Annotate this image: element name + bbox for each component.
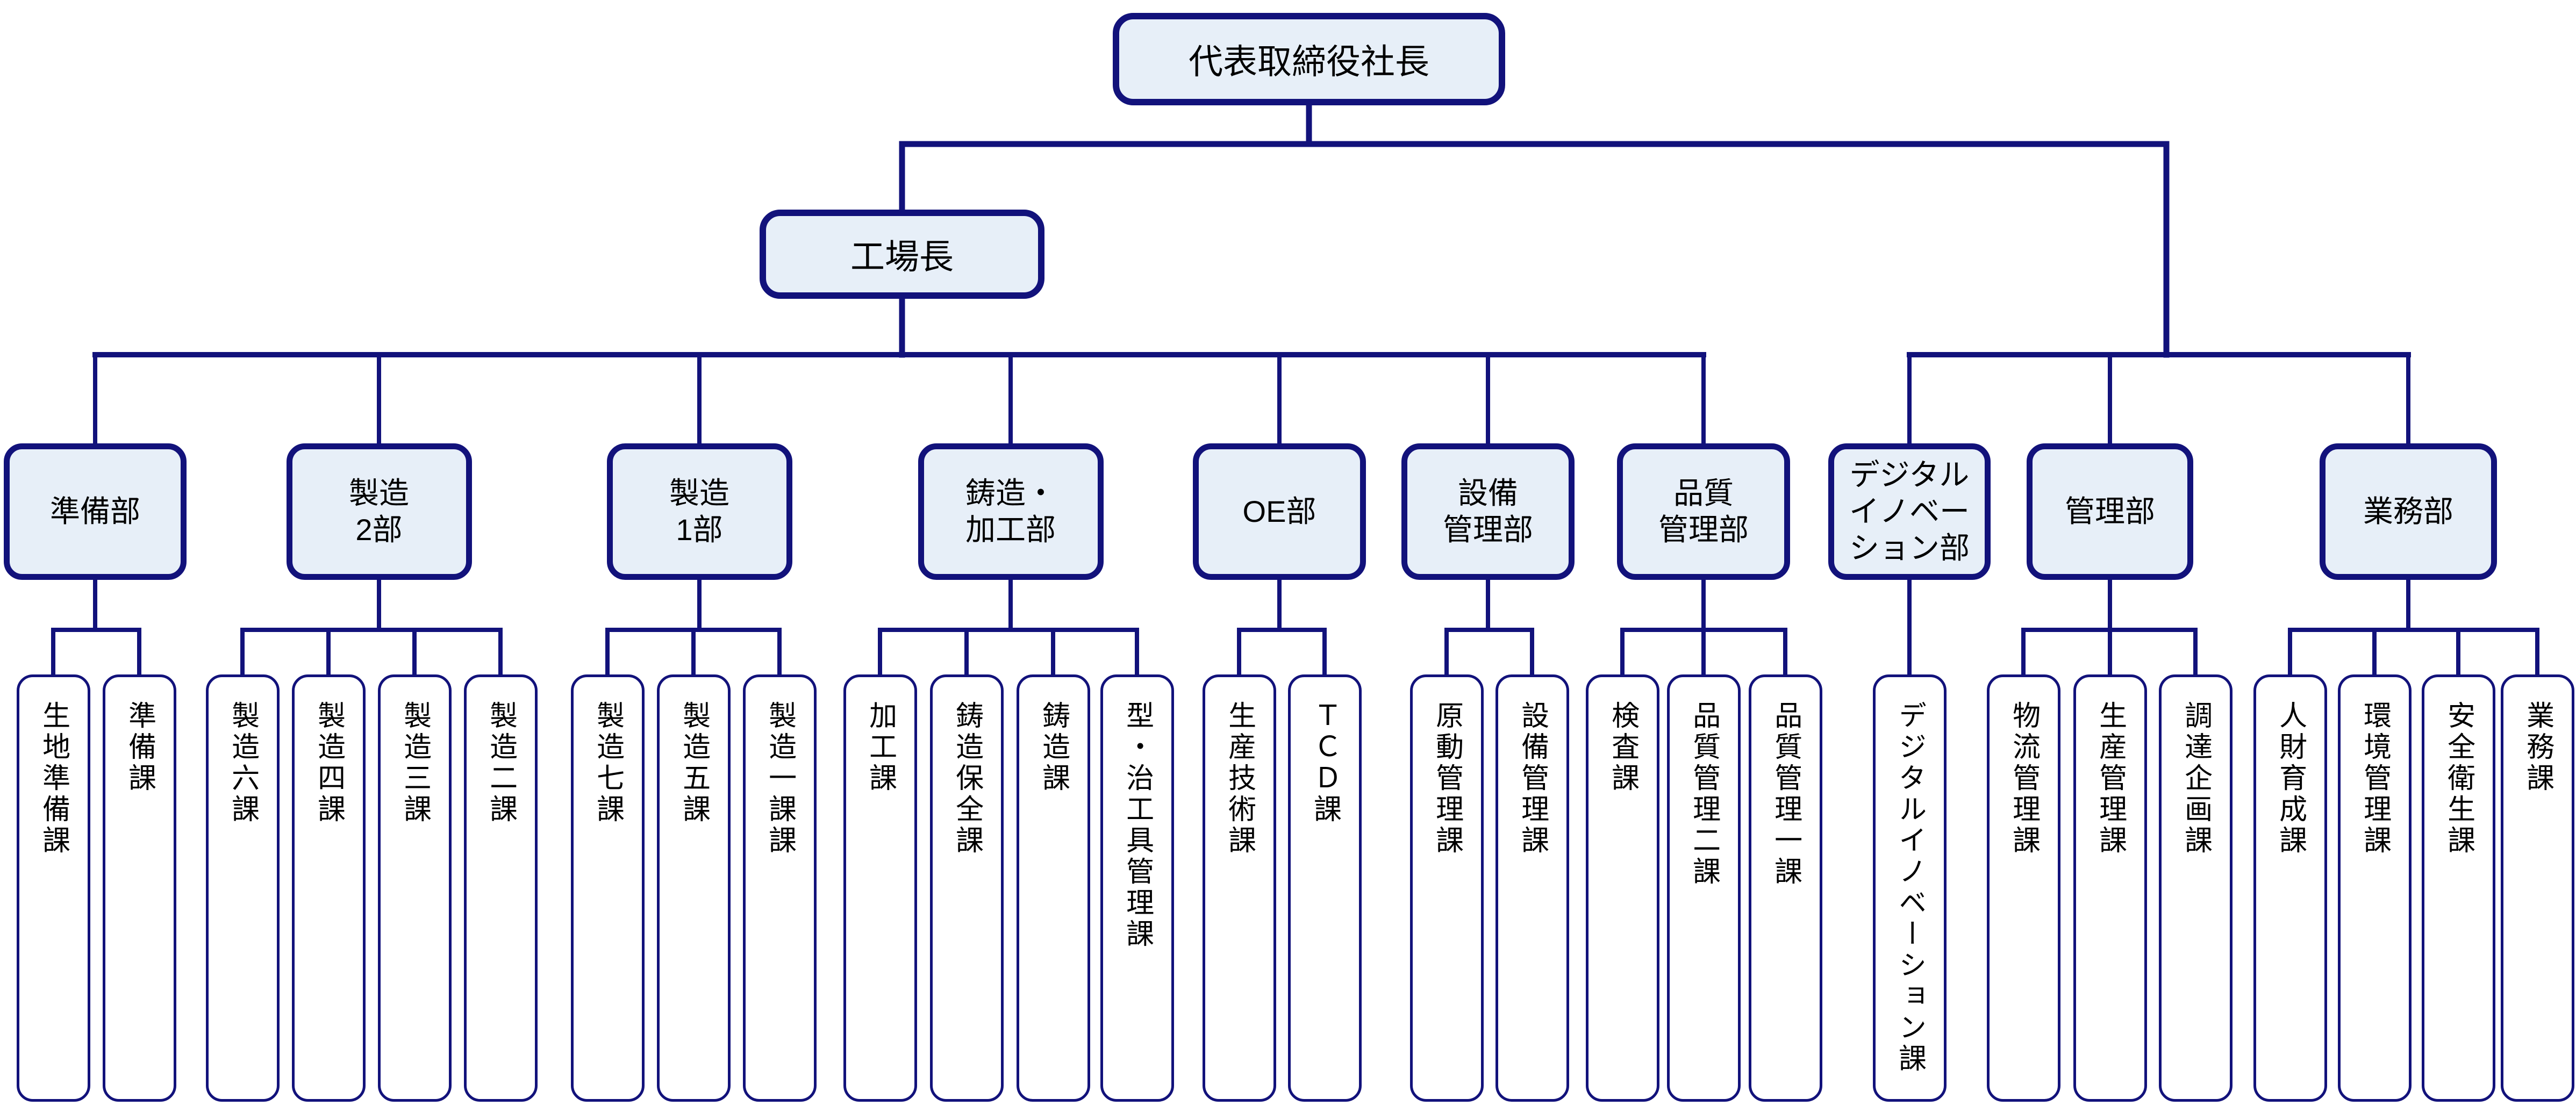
department-label: 製造 bbox=[349, 476, 409, 510]
section-node: ＴＣＤ課 bbox=[1287, 674, 1362, 1102]
section-label: 業務課 bbox=[2522, 701, 2553, 794]
department-node: 鋳造・加工部 bbox=[918, 443, 1104, 580]
department-label: 準備部 bbox=[50, 494, 140, 528]
section-node: 物流管理課 bbox=[1986, 674, 2060, 1102]
section-label: 原動管理課 bbox=[1431, 701, 1463, 857]
department-node: デジタルイノベーション部 bbox=[1828, 443, 1991, 580]
section-node: 鋳造課 bbox=[1016, 674, 1090, 1102]
section-label: 品質管理一課 bbox=[1770, 701, 1801, 888]
department-label: ション部 bbox=[1849, 531, 1970, 565]
section-node: デジタルイノベーション課 bbox=[1872, 674, 1947, 1102]
section-label: 生産管理課 bbox=[2094, 701, 2126, 857]
department-label: デジタル bbox=[1849, 457, 1970, 492]
section-node: 原動管理課 bbox=[1409, 674, 1484, 1102]
department-label: 鋳造・ bbox=[965, 476, 1056, 510]
factory-manager-label: 工場長 bbox=[850, 238, 954, 276]
section-label: 製造六課 bbox=[227, 701, 259, 825]
connector-path bbox=[899, 102, 2170, 358]
department-node: 準備部 bbox=[4, 443, 187, 580]
section-node: 業務課 bbox=[2500, 674, 2574, 1102]
president-label: 代表取締役社長 bbox=[1189, 42, 1429, 81]
section-node: 加工課 bbox=[843, 674, 917, 1102]
section-node: 製造一課課 bbox=[742, 674, 817, 1102]
department-label: 製造 bbox=[669, 476, 729, 510]
section-node: 準備課 bbox=[102, 674, 176, 1102]
section-label: 加工課 bbox=[864, 701, 896, 794]
section-label: 準備課 bbox=[124, 701, 155, 794]
department-label: 設備 bbox=[1458, 476, 1518, 510]
president-node: 代表取締役社長 bbox=[1113, 13, 1505, 105]
department-label: 管理部 bbox=[1443, 513, 1533, 547]
department-node: OE部 bbox=[1193, 443, 1366, 580]
section-node: 品質管理二課 bbox=[1666, 674, 1741, 1102]
section-label: 製造五課 bbox=[678, 701, 710, 825]
section-label: ＴＣＤ課 bbox=[1309, 701, 1341, 825]
section-node: 型・治工具管理課 bbox=[1100, 674, 1174, 1102]
section-node: 人財育成課 bbox=[2253, 674, 2327, 1102]
section-label: 調達企画課 bbox=[2180, 701, 2212, 857]
section-label: 環境管理課 bbox=[2359, 701, 2391, 857]
department-label: 品質 bbox=[1673, 476, 1734, 510]
section-label: 製造二課 bbox=[485, 701, 517, 825]
section-label: 生産技術課 bbox=[1223, 701, 1255, 857]
section-node: 製造二課 bbox=[463, 674, 538, 1102]
section-label: 鋳造課 bbox=[1037, 701, 1069, 794]
department-label: イノベー bbox=[1849, 494, 1970, 528]
department-label: 1部 bbox=[676, 513, 723, 547]
department-label: 業務部 bbox=[2363, 494, 2453, 528]
section-label: 生地準備課 bbox=[38, 701, 69, 857]
department-label: 管理部 bbox=[1658, 513, 1749, 547]
section-node: 製造七課 bbox=[570, 674, 645, 1102]
connector-path bbox=[605, 576, 782, 679]
department-node: 業務部 bbox=[2320, 443, 2497, 580]
connector-path bbox=[878, 576, 1139, 679]
connector-path bbox=[1237, 576, 1327, 679]
section-node: 製造五課 bbox=[656, 674, 731, 1102]
section-label: 製造一課課 bbox=[764, 701, 796, 857]
section-label: 製造三課 bbox=[399, 701, 431, 825]
section-node: 安全衛生課 bbox=[2421, 674, 2495, 1102]
connector-path bbox=[2021, 576, 2198, 679]
section-node: 生地準備課 bbox=[16, 674, 90, 1102]
section-label: 物流管理課 bbox=[2008, 701, 2040, 857]
section-label: デジタルイノベーション課 bbox=[1894, 701, 1926, 1075]
department-label: OE部 bbox=[1242, 494, 1316, 528]
section-node: 調達企画課 bbox=[2158, 674, 2232, 1102]
section-label: 安全衛生課 bbox=[2443, 701, 2474, 857]
section-node: 品質管理一課 bbox=[1748, 674, 1822, 1102]
factory-manager-node: 工場長 bbox=[760, 210, 1044, 299]
department-label: 2部 bbox=[355, 513, 403, 547]
section-label: 型・治工具管理課 bbox=[1121, 701, 1153, 950]
department-label: 加工部 bbox=[965, 513, 1056, 547]
section-label: 鋳造保全課 bbox=[951, 701, 983, 857]
department-node: 設備管理部 bbox=[1401, 443, 1575, 580]
connector-path bbox=[1620, 576, 1787, 679]
department-label: 管理部 bbox=[2065, 494, 2155, 528]
section-label: 製造七課 bbox=[592, 701, 624, 825]
section-label: 人財育成課 bbox=[2274, 701, 2306, 857]
connector-path bbox=[240, 576, 503, 679]
section-node: 設備管理課 bbox=[1495, 674, 1569, 1102]
connector-path bbox=[2288, 576, 2539, 679]
section-label: 設備管理課 bbox=[1516, 701, 1548, 857]
section-node: 製造三課 bbox=[377, 674, 452, 1102]
section-node: 検査課 bbox=[1585, 674, 1659, 1102]
connector-path bbox=[51, 576, 141, 679]
section-node: 環境管理課 bbox=[2337, 674, 2412, 1102]
department-node: 品質管理部 bbox=[1617, 443, 1790, 580]
section-node: 生産技術課 bbox=[1202, 674, 1276, 1102]
connector-path bbox=[1444, 576, 1534, 679]
department-node: 管理部 bbox=[2027, 443, 2193, 580]
section-label: 製造四課 bbox=[313, 701, 345, 825]
section-node: 鋳造保全課 bbox=[929, 674, 1004, 1102]
section-node: 製造六課 bbox=[205, 674, 280, 1102]
section-label: 検査課 bbox=[1607, 701, 1638, 794]
section-node: 生産管理課 bbox=[2073, 674, 2147, 1102]
section-node: 製造四課 bbox=[291, 674, 366, 1102]
section-label: 品質管理二課 bbox=[1688, 701, 1720, 888]
